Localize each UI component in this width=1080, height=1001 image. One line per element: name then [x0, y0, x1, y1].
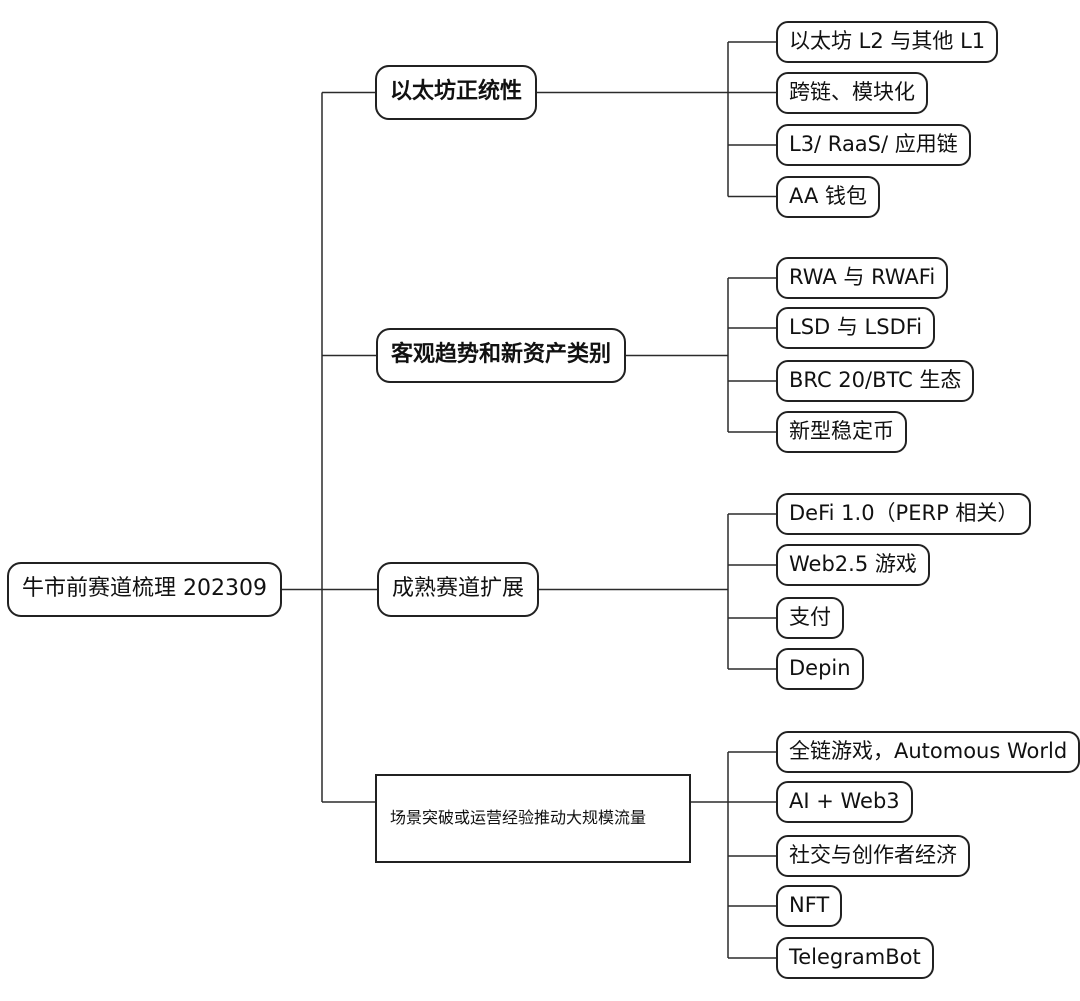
child-label: AA 钱包 [789, 183, 867, 208]
child-label: Web2.5 游戏 [789, 552, 917, 577]
child-label: DeFi 1.0（PERP 相关） [789, 501, 1019, 526]
node-child-l3-raas-appchain[interactable]: L3/ RaaS/ 应用链 [776, 124, 971, 166]
node-child-lsd-lsdfi[interactable]: LSD 与 LSDFi [776, 307, 936, 349]
node-child-web25-games[interactable]: Web2.5 游戏 [776, 544, 930, 586]
node-child-payments[interactable]: 支付 [776, 597, 844, 639]
child-label: 跨链、模块化 [789, 79, 915, 104]
child-label: 社交与创作者经济 [789, 843, 957, 868]
child-label: L3/ RaaS/ 应用链 [789, 132, 958, 157]
node-child-defi-perp[interactable]: DeFi 1.0（PERP 相关） [776, 493, 1032, 535]
child-label: 支付 [789, 605, 831, 630]
node-branch-mass-traffic[interactable]: 场景突破或运营经验推动大规模流量 [375, 774, 691, 863]
node-child-telegrambot[interactable]: TelegramBot [776, 937, 934, 979]
child-label: Depin [789, 656, 851, 681]
child-label: LSD 与 LSDFi [789, 315, 923, 340]
child-label: TelegramBot [789, 945, 921, 970]
node-branch-new-asset-trends[interactable]: 客观趋势和新资产类别 [376, 328, 627, 383]
child-label: BRC 20/BTC 生态 [789, 368, 962, 393]
node-child-eth-l2-other-l1[interactable]: 以太坊 L2 与其他 L1 [776, 21, 999, 63]
node-child-aa-wallet[interactable]: AA 钱包 [776, 175, 880, 218]
child-label: AI + Web3 [789, 789, 900, 814]
child-label: 以太坊 L2 与其他 L1 [789, 29, 986, 54]
child-label: RWA 与 RWAFi [789, 265, 936, 290]
node-child-crosschain-modular[interactable]: 跨链、模块化 [776, 71, 928, 114]
node-child-nft[interactable]: NFT [776, 885, 843, 927]
child-label: NFT [789, 893, 830, 918]
node-child-rwa-rwafi[interactable]: RWA 与 RWAFi [776, 257, 949, 299]
branch-label: 成熟赛道扩展 [392, 576, 525, 602]
node-child-depin[interactable]: Depin [776, 648, 864, 690]
child-label: 全链游戏，Automous World [789, 739, 1068, 764]
node-branch-ethereum-orthodoxy[interactable]: 以太坊正统性 [375, 65, 538, 120]
branch-label: 场景突破或运营经验推动大规模流量 [390, 808, 647, 828]
branch-label: 客观趋势和新资产类别 [391, 342, 612, 368]
node-root-label: 牛市前赛道梳理 202309 [22, 576, 267, 602]
node-child-fullchain-games-autonomous-world[interactable]: 全链游戏，Automous World [776, 731, 1080, 773]
node-root[interactable]: 牛市前赛道梳理 202309 [7, 562, 282, 617]
child-label: 新型稳定币 [789, 419, 894, 444]
node-child-ai-web3[interactable]: AI + Web3 [776, 781, 913, 823]
node-child-social-creator-economy[interactable]: 社交与创作者经济 [776, 835, 970, 877]
node-child-new-stablecoin[interactable]: 新型稳定币 [776, 411, 907, 453]
node-branch-mature-track-expansion[interactable]: 成熟赛道扩展 [377, 562, 540, 617]
node-child-brc20-btc-eco[interactable]: BRC 20/BTC 生态 [776, 360, 975, 402]
branch-label: 以太坊正统性 [390, 79, 523, 105]
